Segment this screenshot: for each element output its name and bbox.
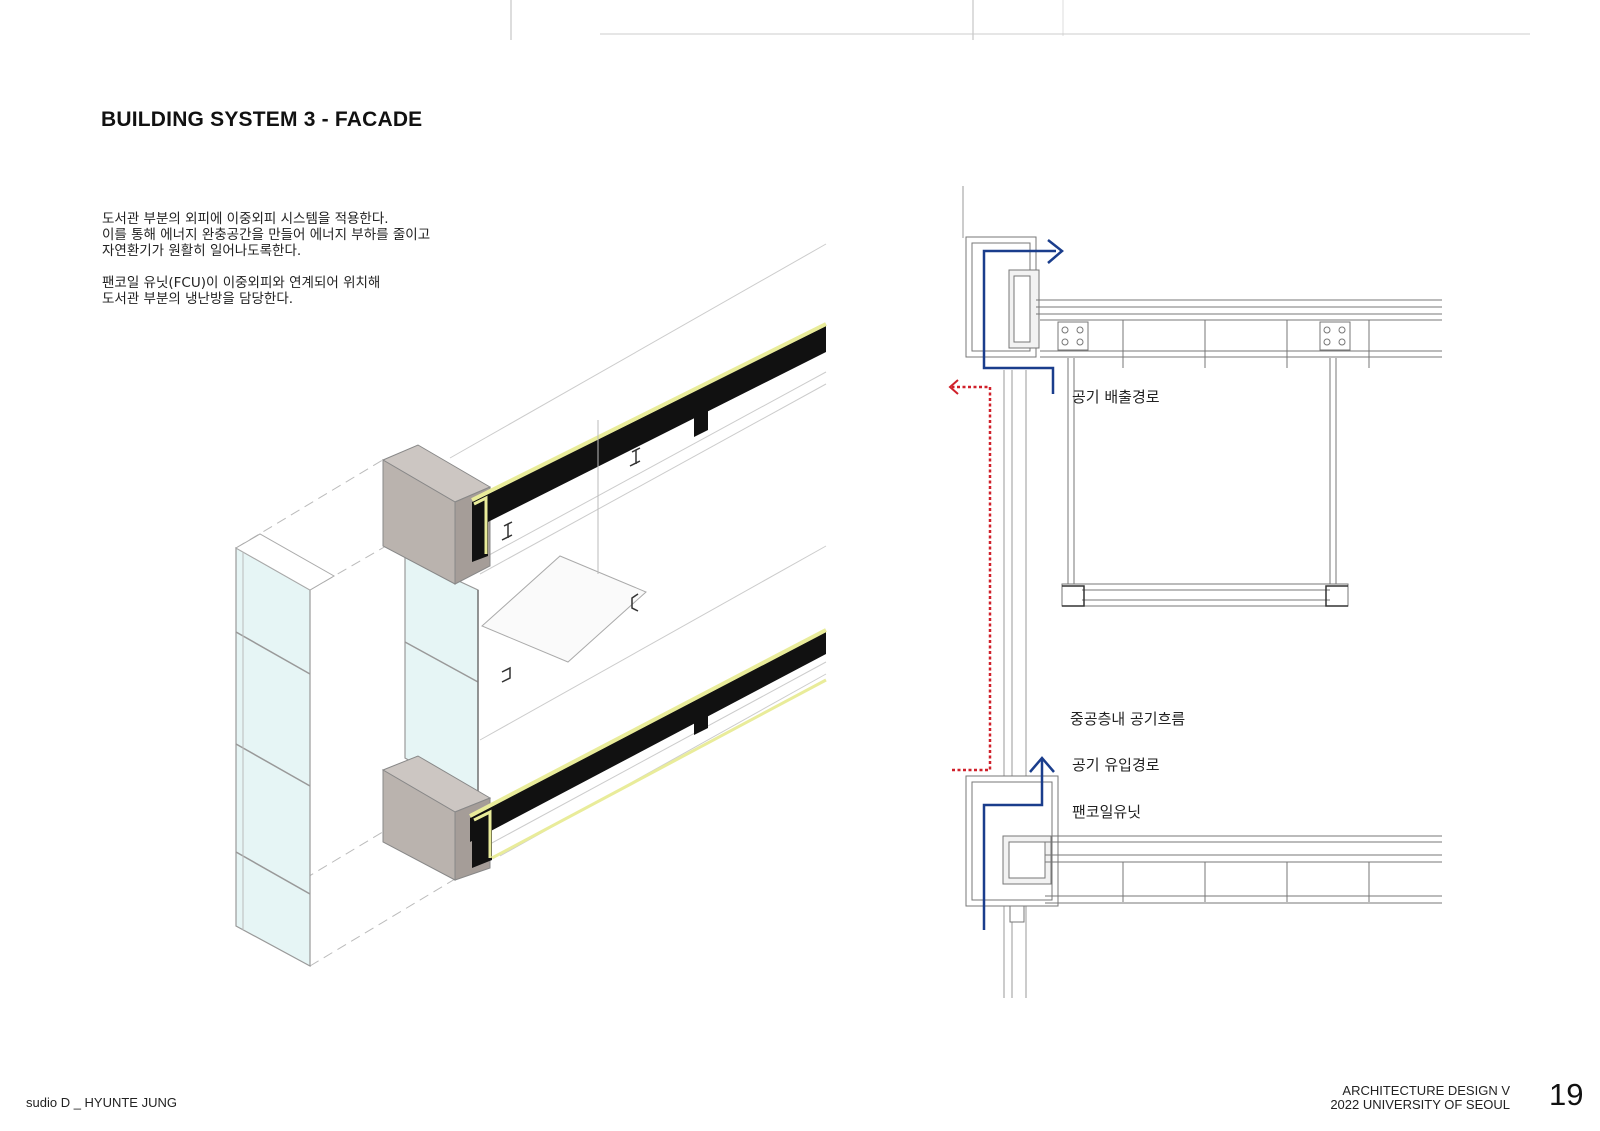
lower-slab-profile [469, 628, 827, 868]
exhaust-airflow-path [982, 239, 1064, 394]
fan-coil-unit-box [1061, 358, 1349, 607]
page-title: BUILDING SYSTEM 3 - FACADE [101, 108, 423, 131]
description-line: 팬코일 유닛(FCU)이 이중외피와 연계되어 위치해 [102, 275, 381, 291]
cavity-airflow-path [948, 379, 992, 772]
school-name: 2022 UNIVERSITY OF SEOUL [1330, 1097, 1510, 1112]
description-paragraph-2: 팬코일 유닛(FCU)이 이중외피와 연계되어 위치해 도서관 부분의 냉난방을… [102, 275, 522, 307]
upper-slab-profile [471, 322, 827, 562]
intake-airflow-path [982, 756, 1055, 930]
description-line: 이를 통해 에너지 완충공간을 만들어 에너지 부하를 줄이고 [102, 227, 431, 243]
description-paragraph-1: 도서관 부분의 외피에 이중외피 시스템을 적용한다. 이를 통해 에너지 완충… [102, 211, 522, 259]
page-number: 19 [1549, 1077, 1584, 1112]
exhaust-path-label: 공기 배출경로 [1072, 388, 1160, 406]
ceiling-plate [481, 420, 647, 683]
construction-lines [235, 457, 461, 967]
intake-path-label: 공기 유입경로 [1072, 756, 1160, 774]
upper-slab-section [965, 236, 1442, 368]
lower-slab-section [965, 775, 1442, 923]
description-line: 자연환기가 원활히 일어나도록한다. [102, 243, 302, 259]
studio-credit: sudio D _ HYUNTE JUNG [26, 1095, 177, 1110]
fan-coil-unit-label: 팬코일유닛 [1072, 803, 1142, 821]
outer-glass-panel [234, 533, 336, 968]
cavity-airflow-label: 중공층내 공기흐름 [1070, 710, 1186, 728]
course-info: ARCHITECTURE DESIGN V 2022 UNIVERSITY OF… [1330, 1084, 1510, 1112]
course-name: ARCHITECTURE DESIGN V [1342, 1083, 1510, 1098]
description-line: 도서관 부분의 외피에 이중외피 시스템을 적용한다. [102, 211, 389, 227]
description-line: 도서관 부분의 냉난방을 담당한다. [102, 291, 294, 307]
